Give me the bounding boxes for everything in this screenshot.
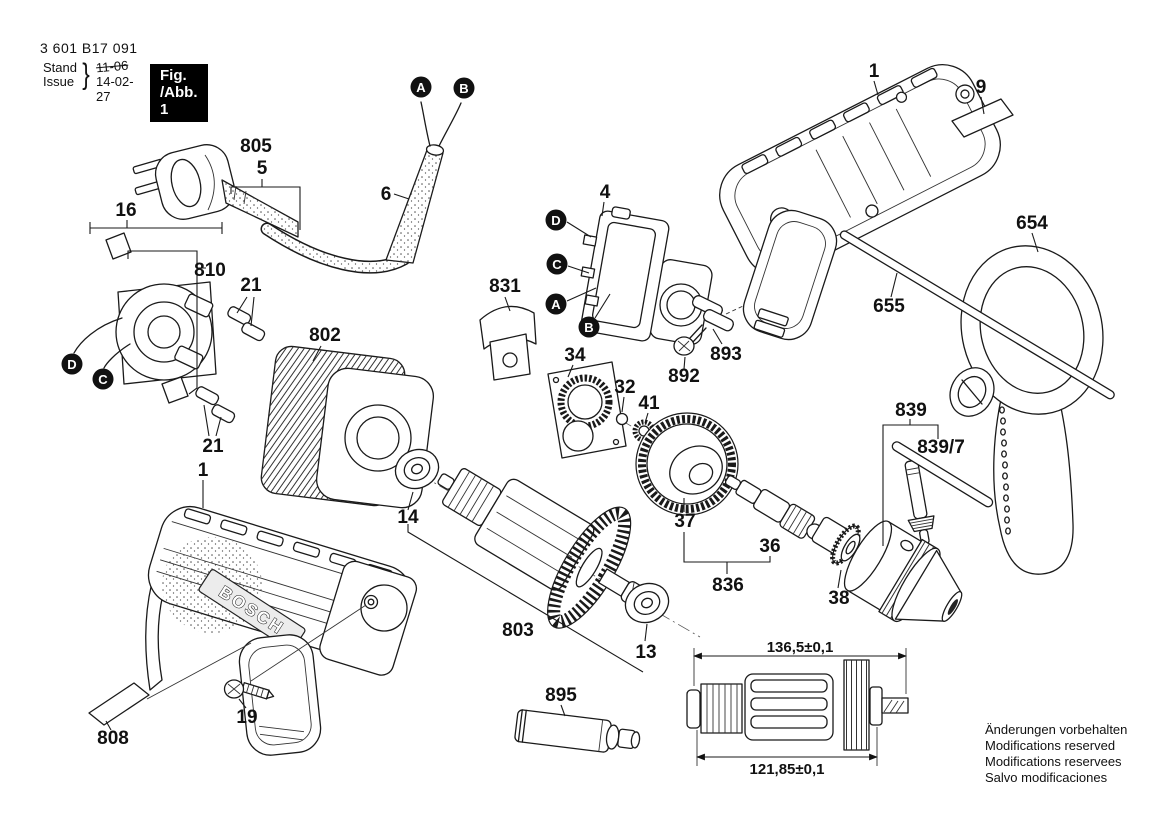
callout-892: 892 bbox=[668, 366, 700, 387]
part-power-plug bbox=[132, 144, 236, 220]
part-label-sticker-808 bbox=[88, 682, 150, 726]
marker-c-switch: C bbox=[552, 257, 562, 272]
callout-41: 41 bbox=[638, 393, 660, 414]
part-bearing-13 bbox=[624, 582, 670, 624]
part-callouts: 805 5 6 16 810 21 21 802 831 4 34 32 41 … bbox=[97, 61, 1048, 749]
callout-802: 802 bbox=[309, 325, 341, 346]
part-spindle-36 bbox=[724, 475, 823, 540]
part-bearing-14 bbox=[394, 448, 440, 490]
part-brush-plate bbox=[73, 232, 217, 404]
note-fr: Modifications reservees bbox=[985, 754, 1122, 769]
note-de: Änderungen vorbehalten bbox=[985, 722, 1128, 737]
callout-1-top: 1 bbox=[869, 61, 880, 82]
dimension-overall-length: 136,5±0,1 bbox=[767, 639, 834, 656]
part-housing-right-half bbox=[719, 64, 1001, 341]
drawing-header: 3 601 B17 091 Stand Issue } 11-06 14-02-… bbox=[40, 40, 208, 122]
callout-803: 803 bbox=[502, 620, 534, 641]
part-ball-32 bbox=[615, 412, 629, 426]
part-nameplate-sticker bbox=[951, 98, 1014, 138]
callout-5: 5 bbox=[257, 158, 268, 179]
part-housing-left-half: BOSCH bbox=[145, 505, 418, 756]
figure-label-box: Fig. /Abb. 1 bbox=[150, 64, 208, 122]
part-screw-892 bbox=[673, 324, 707, 356]
modification-notes: Änderungen vorbehalten Modifications res… bbox=[985, 722, 1165, 786]
callout-805: 805 bbox=[240, 136, 272, 157]
issue-label: Issue bbox=[43, 74, 75, 89]
callout-21-lower: 21 bbox=[202, 436, 224, 457]
part-cord-grommet bbox=[221, 179, 299, 238]
callout-808: 808 bbox=[97, 728, 129, 749]
stand-label: Stand bbox=[43, 60, 77, 75]
callout-831: 831 bbox=[489, 276, 521, 297]
marker-d-switch: D bbox=[551, 213, 560, 228]
part-ratchet-38 bbox=[811, 516, 861, 566]
type-number: 3 601 B17 091 bbox=[40, 40, 138, 56]
callout-1-bottom: 1 bbox=[198, 460, 209, 481]
callout-19: 19 bbox=[236, 707, 257, 728]
callout-13: 13 bbox=[635, 642, 656, 663]
callout-16: 16 bbox=[115, 200, 136, 221]
part-chuck-key bbox=[891, 441, 994, 572]
callout-836: 836 bbox=[712, 575, 744, 596]
part-brush-cover bbox=[479, 305, 537, 381]
marker-b-switch: B bbox=[584, 320, 593, 335]
callout-21-upper: 21 bbox=[240, 275, 262, 296]
part-gear-37 bbox=[635, 412, 739, 516]
brace-glyph: } bbox=[82, 58, 90, 91]
part-carbon-brushes bbox=[195, 306, 266, 424]
callout-34: 34 bbox=[564, 345, 586, 366]
callout-36: 36 bbox=[759, 536, 780, 557]
new-issue-date: 14-02-27 bbox=[96, 74, 134, 104]
part-cord-protector bbox=[385, 101, 462, 264]
callout-9: 9 bbox=[976, 77, 987, 98]
part-grease-tube bbox=[514, 709, 641, 753]
marker-a-cable: A bbox=[416, 80, 426, 95]
letter-markers: A B D C D C A B bbox=[61, 76, 600, 390]
callout-14: 14 bbox=[397, 507, 419, 528]
issue-dates: 11-06 14-02-27 bbox=[95, 58, 138, 104]
leader-lines bbox=[89, 80, 1039, 731]
part-power-cord bbox=[260, 222, 411, 274]
callout-4: 4 bbox=[600, 182, 611, 203]
callout-839: 839 bbox=[895, 400, 927, 421]
stand-issue-labels: Stand Issue bbox=[43, 61, 77, 89]
callout-38: 38 bbox=[828, 588, 849, 609]
part-aux-handle bbox=[949, 245, 1104, 575]
callout-6: 6 bbox=[381, 184, 392, 205]
marker-d-plate: D bbox=[67, 357, 76, 372]
callout-895: 895 bbox=[545, 685, 577, 706]
part-chuck bbox=[843, 520, 963, 623]
part-bearing-plate bbox=[547, 361, 627, 459]
note-en: Modifications reserved bbox=[985, 738, 1116, 753]
callout-655: 655 bbox=[873, 296, 905, 317]
part-cord-clamp-893 bbox=[691, 295, 759, 332]
callout-810: 810 bbox=[194, 260, 226, 281]
marker-a-switch: A bbox=[551, 297, 561, 312]
part-depth-rod bbox=[839, 230, 1115, 400]
callout-839-7: 839/7 bbox=[917, 437, 965, 458]
callout-893: 893 bbox=[710, 344, 742, 365]
dimension-partial-length: 121,85±0,1 bbox=[750, 761, 825, 778]
callout-32: 32 bbox=[614, 377, 635, 398]
part-screw-19 bbox=[223, 679, 275, 700]
marker-c-plate: C bbox=[98, 372, 108, 387]
callout-37: 37 bbox=[674, 511, 695, 532]
note-es: Salvo modificaciones bbox=[985, 770, 1108, 785]
callout-654: 654 bbox=[1016, 213, 1048, 234]
part-switch bbox=[580, 206, 713, 345]
marker-b-cable: B bbox=[459, 81, 468, 96]
dimension-drawing: 136,5±0,1 121,85±0,1 bbox=[686, 639, 909, 778]
